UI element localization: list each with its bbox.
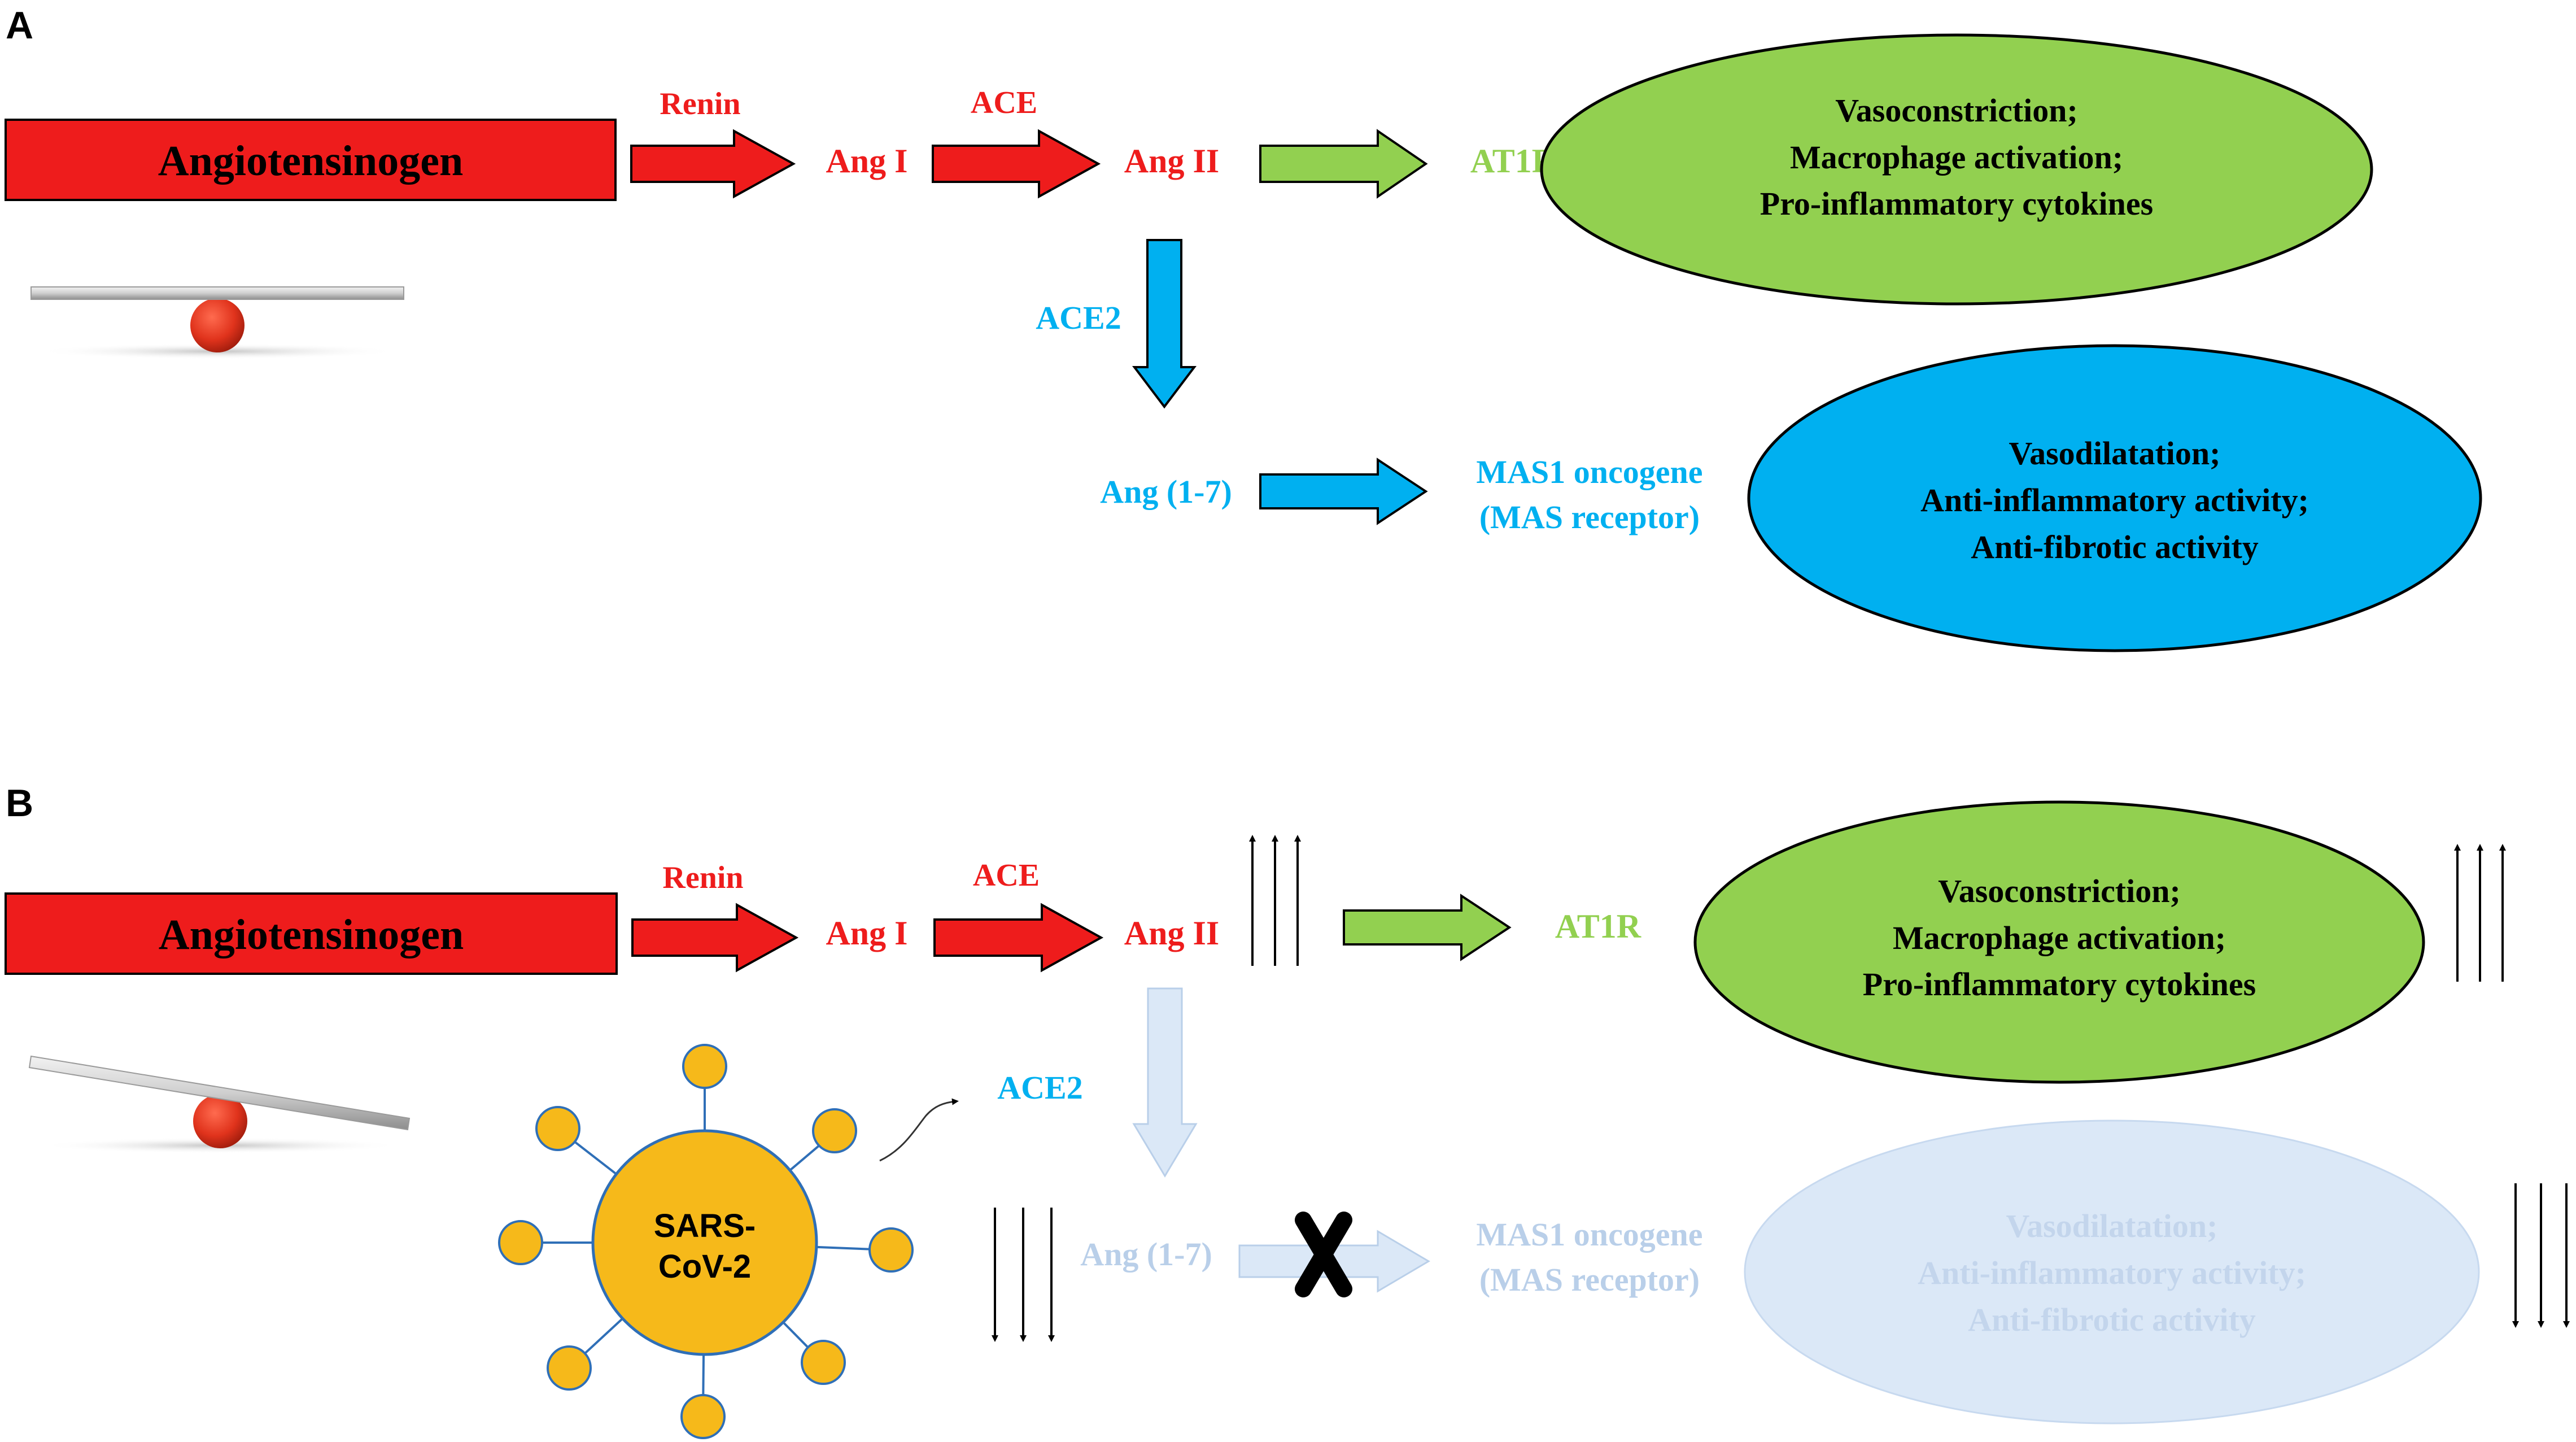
ace-label: ACE — [971, 85, 1037, 120]
balance-level-icon — [30, 286, 404, 359]
blue-effect-1: Vasodilatation; — [2009, 435, 2221, 472]
mas-line-2: (MAS receptor) — [1479, 499, 1700, 535]
at1r-arrow — [1259, 129, 1428, 199]
panel-b: B Angiotensinogen Renin Ang I ACE Ang II… — [5, 782, 2570, 1439]
blue-effect-3: Anti-fibrotic activity — [1971, 529, 2259, 565]
renin-arrow — [630, 129, 796, 199]
blue-effect-2: Anti-inflammatory activity; — [1920, 482, 2309, 519]
sars-cov-2-virus-icon: SARS- CoV-2 — [498, 1044, 914, 1439]
virus-label-2: CoV-2 — [658, 1248, 751, 1285]
mas-arrow — [1259, 458, 1428, 525]
mas-line-b-1: MAS1 oncogene — [1476, 1216, 1702, 1253]
ace2-label-b: ACE2 — [997, 1069, 1082, 1106]
balance-tilted-icon — [28, 1055, 411, 1153]
blue-effect-b-1: Vasodilatation; — [2006, 1208, 2218, 1244]
at1r-arrow-b — [1343, 894, 1512, 961]
renin-label: Renin — [660, 86, 740, 121]
green-effect-b-3: Pro-inflammatory cytokines — [1863, 966, 2256, 1003]
angiotensinogen-box-b — [5, 892, 618, 975]
virus-to-ace2-pointer — [879, 1098, 959, 1162]
ang1-label-b: Ang I — [826, 914, 907, 952]
vasoconstriction-ellipse-b — [1693, 800, 2425, 1084]
cross-icon — [1295, 1212, 1352, 1297]
ace2-arrow-b — [1132, 987, 1198, 1178]
ace-arrow-b — [933, 903, 1104, 973]
triple-down-arrow-icon — [992, 1208, 1055, 1342]
triple-down-arrow-icon — [2512, 1183, 2570, 1328]
at1r-label-b: AT1R — [1555, 908, 1641, 945]
panel-b-letter: B — [6, 782, 33, 825]
ace-label-b: ACE — [973, 858, 1040, 893]
angiotensinogen-label-b: Angiotensinogen — [159, 911, 464, 959]
green-effect-b-1: Vasoconstriction; — [1938, 873, 2181, 909]
blue-effect-b-2: Anti-inflammatory activity; — [1918, 1254, 2306, 1291]
angiotensinogen-box — [5, 119, 617, 201]
triple-up-arrow-icon — [1249, 835, 1301, 966]
vasodilatation-ellipse-b — [1744, 1119, 2480, 1424]
ang17-label: Ang (1-7) — [1100, 473, 1232, 510]
panel-a-letter: A — [6, 4, 33, 47]
green-effect-2: Macrophage activation; — [1790, 139, 2123, 176]
mas-line-b-2: (MAS receptor) — [1479, 1261, 1700, 1298]
mas-line-1: MAS1 oncogene — [1476, 454, 1702, 490]
vasoconstriction-ellipse — [1540, 33, 2373, 306]
ace-arrow — [932, 129, 1101, 199]
blue-effect-b-3: Anti-fibrotic activity — [1968, 1301, 2256, 1338]
green-effect-1: Vasoconstriction; — [1835, 92, 2078, 129]
virus-label-1: SARS- — [654, 1208, 756, 1244]
triple-up-arrow-icon — [2454, 844, 2506, 982]
ace2-label: ACE2 — [1036, 299, 1121, 336]
ang17-label-b: Ang (1-7) — [1080, 1236, 1212, 1273]
renin-label-b: Renin — [662, 860, 743, 895]
green-effect-3: Pro-inflammatory cytokines — [1760, 185, 2153, 222]
angiotensinogen-label: Angiotensinogen — [158, 137, 464, 185]
ace2-arrow — [1132, 239, 1197, 409]
ang1-label: Ang I — [826, 142, 907, 180]
ang2-label: Ang II — [1124, 142, 1219, 180]
renin-arrow-b — [631, 903, 799, 973]
panel-a: A Angiotensinogen Renin Ang I ACE Ang II… — [5, 4, 2482, 652]
green-effect-b-2: Macrophage activation; — [1893, 920, 2226, 956]
vasodilatation-ellipse — [1747, 344, 2482, 652]
ang2-label-b: Ang II — [1124, 914, 1219, 952]
